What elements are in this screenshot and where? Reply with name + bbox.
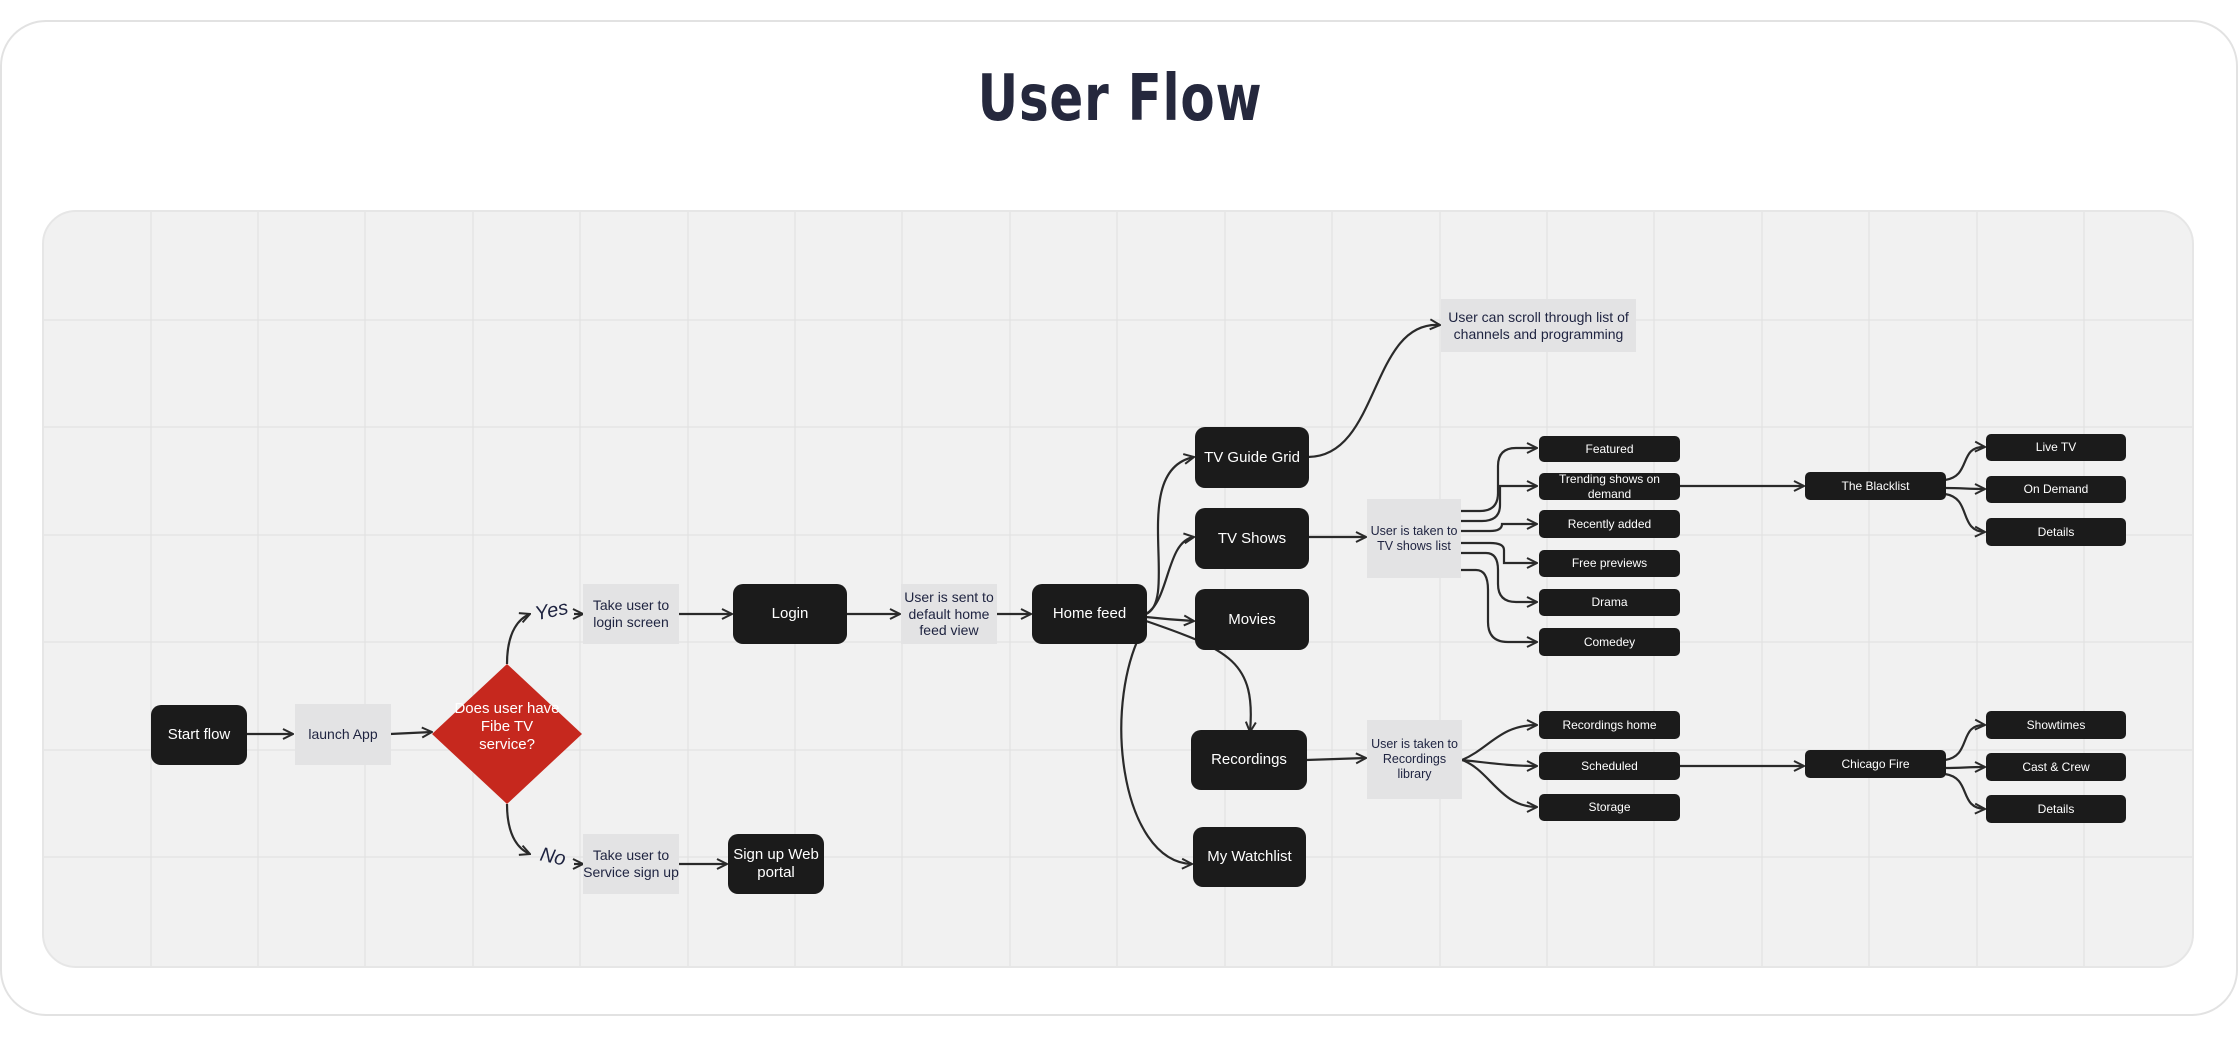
tv-shows-list-note: User is taken to TV shows list — [1367, 499, 1461, 578]
comedy-node[interactable]: Comedey — [1539, 628, 1680, 656]
drama-node[interactable]: Drama — [1539, 589, 1680, 616]
recordings-node[interactable]: Recordings — [1191, 730, 1307, 790]
scheduled-node[interactable]: Scheduled — [1539, 752, 1680, 780]
signup-web-node[interactable]: Sign up Web portal — [728, 834, 824, 894]
trending-node[interactable]: Trending shows on demand — [1539, 472, 1680, 501]
free-previews-node[interactable]: Free previews — [1539, 550, 1680, 577]
recently-added-node[interactable]: Recently added — [1539, 510, 1680, 538]
connectors — [246, 325, 1985, 864]
recordings-home-node[interactable]: Recordings home — [1539, 711, 1680, 739]
tv-guide-grid-node[interactable]: TV Guide Grid — [1195, 427, 1309, 488]
movies-node[interactable]: Movies — [1195, 589, 1309, 650]
sent-to-home-note: User is sent to default home feed view — [901, 584, 997, 644]
login-node[interactable]: Login — [733, 584, 847, 644]
live-tv-node[interactable]: Live TV — [1986, 434, 2126, 461]
on-demand-node[interactable]: On Demand — [1986, 476, 2126, 503]
launch-app-note: launch App — [295, 704, 391, 765]
take-to-login-note: Take user to login screen — [583, 584, 679, 644]
decision-text: Does user have Fibe TV service? — [454, 700, 560, 753]
showtimes-node[interactable]: Showtimes — [1986, 711, 2126, 739]
the-blacklist-node[interactable]: The Blacklist — [1805, 472, 1946, 500]
cast-crew-node[interactable]: Cast & Crew — [1986, 753, 2126, 781]
no-label: No — [538, 843, 568, 871]
start-flow-node[interactable]: Start flow — [151, 705, 247, 765]
storage-node[interactable]: Storage — [1539, 794, 1680, 821]
tv-shows-node[interactable]: TV Shows — [1195, 508, 1309, 569]
scroll-channels-note: User can scroll through list of channels… — [1441, 299, 1636, 352]
my-watchlist-node[interactable]: My Watchlist — [1193, 827, 1306, 887]
chicago-fire-node[interactable]: Chicago Fire — [1805, 750, 1946, 778]
take-to-signup-note: Take user to Service sign up — [583, 834, 679, 894]
recordings-library-note: User is taken to Recordings library — [1367, 720, 1462, 799]
details-node-2[interactable]: Details — [1986, 795, 2126, 823]
decision-diamond — [432, 664, 582, 804]
details-node-1[interactable]: Details — [1986, 518, 2126, 546]
page-title: User Flow — [977, 62, 1263, 136]
featured-node[interactable]: Featured — [1539, 436, 1680, 462]
home-feed-node[interactable]: Home feed — [1032, 584, 1147, 644]
grid-lines — [44, 212, 2192, 966]
